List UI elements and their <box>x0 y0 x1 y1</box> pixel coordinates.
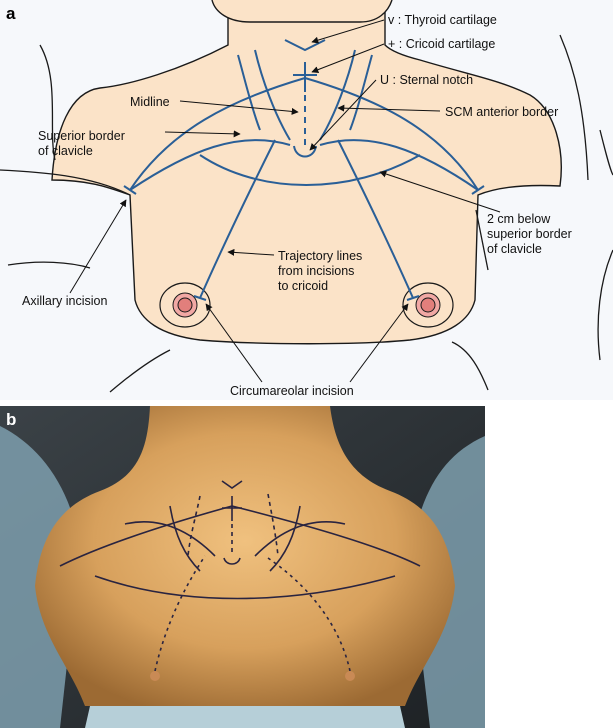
axillary-arrow <box>69 199 127 294</box>
right-areolar-incision <box>406 295 420 301</box>
photo-torso <box>35 406 455 706</box>
photo-right-axillary-line <box>231 505 421 567</box>
right-axilla-line <box>475 209 489 271</box>
photo-left-axillary-line <box>59 505 233 567</box>
left-nipple <box>177 297 193 313</box>
circumareolar-left-arrow <box>205 303 263 383</box>
left-shoulder-line <box>0 169 131 196</box>
photo-right-outer <box>269 505 301 572</box>
photo-left-scm <box>187 495 201 557</box>
right-scm-border <box>319 49 356 141</box>
thyroid-label: v : Thyroid cartilage <box>388 13 497 27</box>
chest-diagram: v : Thyroid cartilage + : Cricoid cartil… <box>0 0 613 400</box>
photo-notch <box>223 557 241 565</box>
sternal-notch-label: U : Sternal notch <box>380 73 473 87</box>
cricoid-arrow <box>311 43 385 73</box>
right-side-line <box>597 249 613 361</box>
left-outer-scm-line <box>237 54 261 131</box>
surgical-markings <box>123 39 485 301</box>
photo-panel-b <box>0 406 485 728</box>
photo-left-nipple <box>150 671 160 681</box>
midline-label: Midline <box>130 95 170 109</box>
left-bed-line <box>109 349 171 393</box>
right-shoulder-line <box>599 129 613 176</box>
left-axillary-trajectory <box>129 77 306 191</box>
right-bed-line <box>451 341 489 391</box>
thyroid-arrow <box>311 19 385 44</box>
left-areolar-trajectory <box>199 139 276 299</box>
left-scm-border <box>254 49 291 141</box>
trajectory-label-2: from incisions <box>278 264 354 278</box>
right-arm-line <box>559 34 589 181</box>
trajectory-arrow <box>227 248 275 256</box>
right-nipple <box>420 297 436 313</box>
photo-markings <box>59 480 421 672</box>
right-areolar-trajectory <box>337 139 414 299</box>
right-axillary-incision <box>471 185 485 195</box>
photo-left-outer <box>169 505 201 572</box>
midline-arrow <box>179 100 299 115</box>
photo-thyroid-v <box>221 480 243 489</box>
superior-border-label-1: Superior border <box>38 129 125 143</box>
photo-left-clavicle <box>124 521 216 557</box>
two-cm-label-3: of clavicle <box>487 242 542 256</box>
scm-label: SCM anterior border <box>445 105 558 119</box>
two-cm-label-2: superior border <box>487 227 572 241</box>
photo-left-areolar-line <box>154 555 206 672</box>
two-cm-arrow <box>379 170 501 213</box>
right-axillary-trajectory <box>304 77 479 191</box>
left-areolar-incision <box>193 295 207 301</box>
trajectory-label-1: Trajectory lines <box>278 249 362 263</box>
photo-right-scm <box>267 493 279 557</box>
left-axillary-incision <box>123 185 137 195</box>
panel-b-label: b <box>6 410 17 429</box>
diagram-panel-a: v : Thyroid cartilage + : Cricoid cartil… <box>0 0 613 400</box>
superior-border-arrow <box>164 130 241 138</box>
below-clavicle-arc <box>199 154 421 186</box>
leader-arrows <box>69 19 501 383</box>
left-arm-line <box>39 44 56 161</box>
circumareolar-right-arrow <box>349 303 409 383</box>
scm-arrow <box>337 104 441 112</box>
photo-arc <box>94 575 396 600</box>
photo-right-clavicle <box>254 521 346 557</box>
trajectory-label-3: to cricoid <box>278 279 328 293</box>
left-clavicle-line <box>129 139 291 191</box>
sternal-notch-arrow <box>309 79 377 151</box>
panel-a-label: a <box>6 4 16 23</box>
circumareolar-label: Circumareolar incision <box>230 384 354 398</box>
left-axilla-line <box>7 261 91 269</box>
photo-right-nipple <box>345 671 355 681</box>
two-cm-label-1: 2 cm below <box>487 212 551 226</box>
right-outer-scm-line <box>349 54 373 131</box>
surgical-photo <box>0 406 485 728</box>
torso-outline <box>51 0 562 345</box>
cricoid-label: + : Cricoid cartilage <box>388 37 495 51</box>
chin-outline <box>211 0 393 23</box>
axillary-label: Axillary incision <box>22 294 107 308</box>
photo-right-areolar-line <box>264 555 351 672</box>
superior-border-label-2: of clavicle <box>38 144 93 158</box>
